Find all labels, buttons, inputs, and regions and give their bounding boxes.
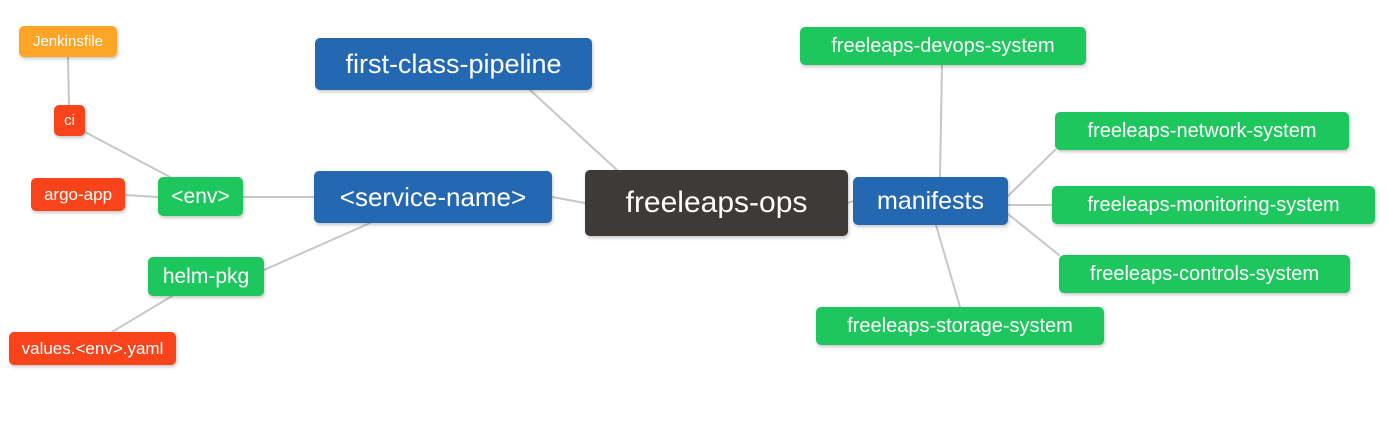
edge-helm-pkg-to-values-env-yaml [111, 295, 173, 333]
node-freeleaps-network-system[interactable]: freeleaps-network-system [1055, 112, 1349, 150]
edge-manifests-to-freeleaps-storage-system [935, 224, 961, 308]
node-label-manifests: manifests [877, 186, 984, 215]
node-label-service-name: <service-name> [339, 182, 527, 212]
edge-freeleaps-ops-to-first-class-pipeline [529, 89, 618, 171]
node-label-env: <env> [171, 185, 230, 208]
node-service-name[interactable]: <service-name> [314, 171, 552, 223]
node-argo-app[interactable]: argo-app [31, 178, 125, 211]
edge-manifests-to-freeleaps-network-system [1007, 149, 1056, 197]
edge-service-name-to-helm-pkg [263, 222, 371, 271]
node-label-jenkinsfile: Jenkinsfile [32, 33, 104, 50]
node-freeleaps-storage-system[interactable]: freeleaps-storage-system [816, 307, 1104, 345]
node-label-freeleaps-ops: freeleaps-ops [625, 186, 808, 219]
node-label-first-class-pipeline: first-class-pipeline [345, 48, 562, 79]
node-label-freeleaps-storage-system: freeleaps-storage-system [847, 315, 1073, 337]
node-label-freeleaps-network-system: freeleaps-network-system [1087, 120, 1317, 142]
node-label-argo-app: argo-app [43, 185, 113, 204]
edge-manifests-to-freeleaps-devops-system [939, 64, 943, 178]
node-env[interactable]: <env> [158, 177, 243, 216]
node-label-helm-pkg: helm-pkg [162, 265, 250, 288]
node-values-env-yaml[interactable]: values.<env>.yaml [9, 332, 176, 365]
node-manifests[interactable]: manifests [853, 177, 1008, 225]
node-label-freeleaps-controls-system: freeleaps-controls-system [1090, 263, 1319, 285]
edge-freeleaps-ops-to-service-name [551, 196, 586, 204]
node-freeleaps-controls-system[interactable]: freeleaps-controls-system [1059, 255, 1350, 293]
edge-env-to-argo-app [124, 194, 159, 198]
node-freeleaps-monitoring-system[interactable]: freeleaps-monitoring-system [1052, 186, 1375, 224]
node-ci[interactable]: ci [54, 105, 85, 136]
node-freeleaps-devops-system[interactable]: freeleaps-devops-system [800, 27, 1086, 65]
node-label-ci: ci [64, 112, 75, 129]
node-jenkinsfile[interactable]: Jenkinsfile [19, 26, 117, 57]
node-label-freeleaps-monitoring-system: freeleaps-monitoring-system [1087, 194, 1340, 216]
node-freeleaps-ops[interactable]: freeleaps-ops [585, 170, 848, 236]
node-label-freeleaps-devops-system: freeleaps-devops-system [831, 35, 1055, 57]
node-label-values-env-yaml: values.<env>.yaml [21, 339, 164, 358]
node-first-class-pipeline[interactable]: first-class-pipeline [315, 38, 592, 90]
edge-env-to-ci [84, 131, 171, 178]
node-helm-pkg[interactable]: helm-pkg [148, 257, 264, 296]
edge-ci-to-jenkinsfile [67, 56, 70, 106]
